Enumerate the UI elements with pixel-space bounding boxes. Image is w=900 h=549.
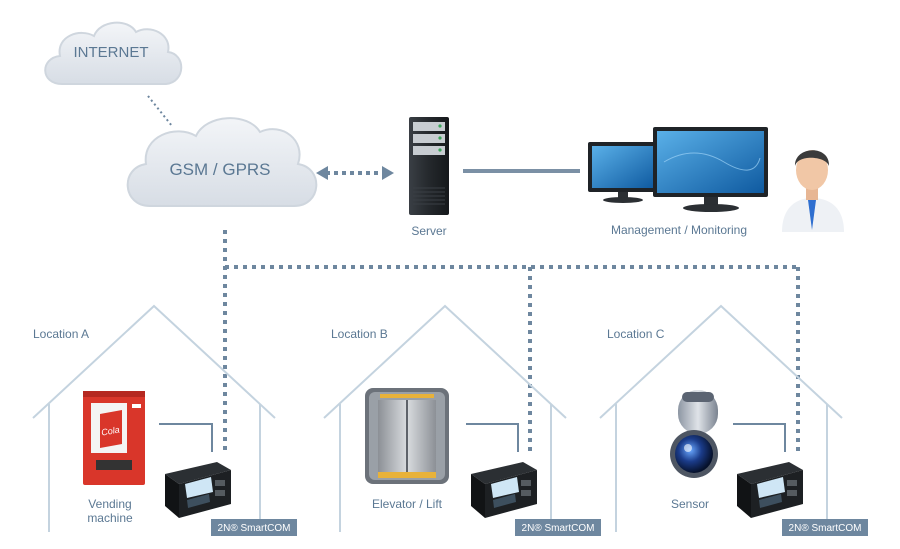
management-label: Management / Monitoring [611,223,747,237]
location-c: Location C Sensor 2N® SmartCOM [599,304,868,536]
sensor-camera-icon [670,390,718,478]
monitors-icon [588,127,768,212]
house-a-outline [32,304,276,532]
internet-gsm-link [147,95,173,127]
connection-lines [147,95,800,452]
vending-label-line1: Vending [88,497,131,511]
device-c-link [733,423,786,452]
vending-label-line2: machine [87,511,133,525]
server-icon [409,117,449,215]
smartcom-a-badge-text: 2N® SmartCOM [218,523,291,534]
gsm-label: GSM / GPRS [169,160,270,179]
server-label: Server [411,224,446,238]
person-icon [782,150,844,232]
sensor-label: Sensor [671,497,709,511]
internet-cloud: INTERNET [44,21,183,85]
smartcom-b-badge-text: 2N® SmartCOM [522,523,595,534]
location-a: Location A Cola Vending machine 2N® Smar… [32,304,297,536]
gsm-cloud: GSM / GPRS [126,117,318,207]
house-b-outline [323,304,567,532]
elevator-label: Elevator / Lift [372,497,443,511]
internet-label: INTERNET [74,44,149,61]
elevator-icon [365,388,449,484]
smartcom-c-badge-text: 2N® SmartCOM [789,523,862,534]
house-c-outline [599,304,843,532]
smartcom-a-badge [211,519,297,536]
smartcom-b-icon [471,462,537,518]
gsm-server-arrow-left-icon [316,166,328,180]
vending-machine-icon: Cola [83,391,145,485]
device-b-link [466,423,519,452]
device-a-link [159,423,213,452]
vending-logo-text: Cola [100,425,120,438]
location-b-title: Location B [331,327,388,341]
gsm-server-arrow-right-icon [382,166,394,180]
smartcom-b-badge [515,519,601,536]
smartcom-c-badge [782,519,868,536]
location-a-title: Location A [33,327,89,341]
location-b: Location B Elevator / Lift 2N® SmartCOM [323,304,601,536]
smartcom-a-icon [165,462,231,518]
location-c-title: Location C [607,327,665,341]
smartcom-c-icon [737,462,803,518]
